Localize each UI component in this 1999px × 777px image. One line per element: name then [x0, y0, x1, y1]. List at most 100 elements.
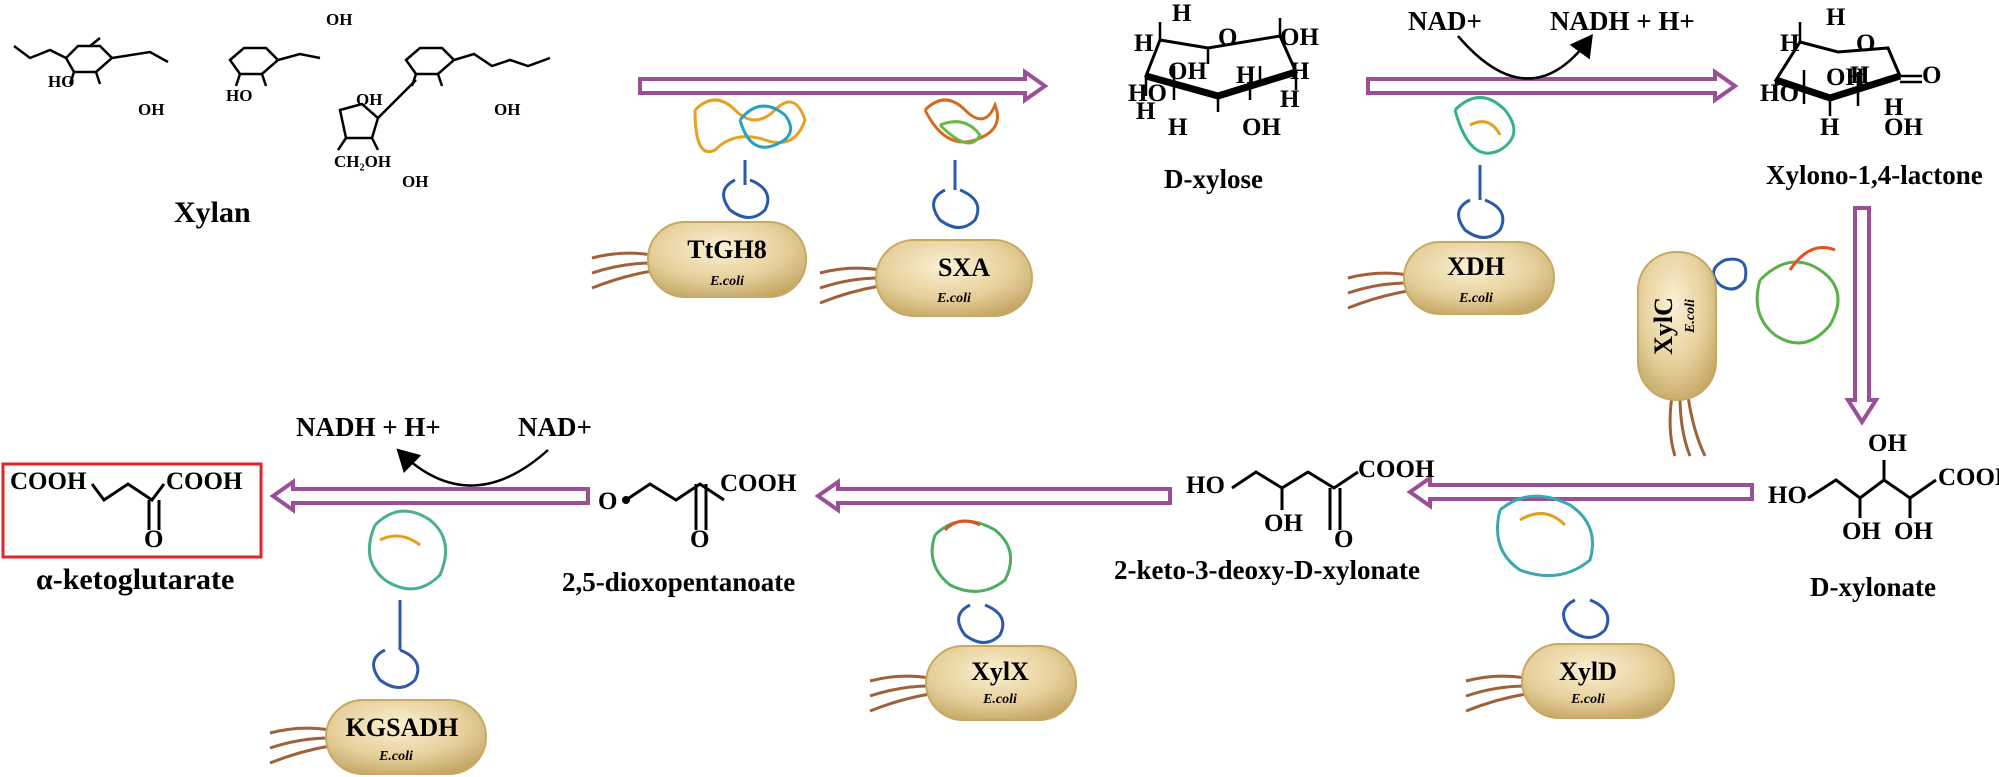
atom-label: OH — [356, 90, 383, 109]
cell-body — [1403, 241, 1555, 315]
kdx-structure — [1231, 470, 1359, 530]
xylan-structure — [13, 37, 551, 151]
protein-kgsadh — [367, 509, 448, 689]
enzyme-host: E.coli — [709, 274, 744, 289]
atom-label: COOH — [1358, 456, 1435, 483]
atom-label: OH — [1884, 114, 1923, 141]
atom-label: H — [1172, 0, 1192, 27]
cell-kgsadh: KGSADH E.coli — [269, 699, 487, 775]
atom-label: H — [1290, 58, 1310, 85]
atom-label: OH — [1842, 518, 1881, 545]
cofactor-label-nadh-top: NADH + H+ — [1550, 6, 1695, 36]
atom-label: HO — [1186, 472, 1225, 499]
cell-xylx: XylX E.coli — [869, 645, 1077, 721]
atom-label: OH — [494, 100, 521, 119]
cell-body — [925, 645, 1077, 721]
enzyme-host: E.coli — [936, 291, 971, 306]
atom-label: H — [1884, 94, 1904, 121]
akg-structure — [90, 482, 166, 530]
enzyme-host: E.coli — [1458, 291, 1493, 306]
protein-structures — [367, 96, 1840, 689]
atom-label: OH — [1242, 114, 1281, 141]
compound-label-akg: α-ketoglutarate — [36, 563, 235, 596]
flagella-icon — [269, 726, 331, 765]
cofactor-label-nadh-bottom: NADH + H+ — [296, 412, 441, 442]
protein-xyld — [1496, 494, 1610, 639]
protein-xylc — [1712, 246, 1840, 345]
atom-label: COOH — [10, 468, 87, 495]
flagella-icon — [1668, 395, 1707, 457]
atom-label: OH — [1826, 64, 1865, 91]
atom-label: OH — [402, 172, 429, 191]
enzyme-name: TtGH8 — [687, 235, 766, 264]
cell-sxa: SXA E.coli — [819, 239, 1033, 317]
cofactor-label-nad-top: NAD+ — [1408, 6, 1482, 36]
cell-body — [875, 239, 1033, 317]
atom-label: COOH — [720, 470, 797, 497]
flagella-icon — [1465, 674, 1527, 713]
atom-label: O — [144, 526, 164, 553]
atom-label: OH — [1868, 430, 1907, 457]
atom-label: H — [1850, 62, 1870, 89]
cell-xdh: XDH E.coli — [1347, 241, 1555, 315]
enzyme-host: E.coli — [378, 749, 413, 764]
atom-label: HO — [1760, 80, 1799, 107]
compound-label-xylan: Xylan — [174, 196, 251, 229]
enzyme-name: XylD — [1559, 657, 1617, 686]
arrow-xylose-to-lactone — [1366, 68, 1739, 104]
atom-label: H — [1236, 62, 1256, 89]
arrow-lactone-to-xylonate — [1844, 206, 1880, 426]
atom-label: H — [1280, 86, 1300, 113]
atom-label: H — [1168, 114, 1188, 141]
atom-label: CH₂OH — [334, 152, 392, 171]
atom-label: OH — [1168, 58, 1207, 85]
compound-label-d-xylose: D-xylose — [1164, 164, 1263, 194]
xylono-lactone-structure — [1773, 22, 1922, 116]
d-xylonate-structure — [1807, 460, 1937, 518]
atom-label: O — [690, 526, 710, 553]
cell-xyld: XylD E.coli — [1465, 643, 1675, 719]
atom-label: O — [1922, 62, 1942, 89]
compound-label-xylono-lactone: Xylono-1,4-lactone — [1766, 160, 1983, 190]
reaction-arrows — [269, 68, 1880, 514]
atom-label: H — [1780, 30, 1800, 57]
cell-ttgh8: TtGH8 E.coli — [591, 221, 807, 298]
atom-label: O — [1334, 526, 1354, 553]
atom-label: O — [598, 488, 618, 515]
flagella-icon — [591, 251, 653, 290]
cell-body — [1637, 251, 1717, 401]
atom-label: H — [1826, 4, 1846, 31]
atom-label: H — [1136, 98, 1156, 125]
dioxopentanoate-structure — [622, 482, 725, 530]
enzyme-name: XylC — [1649, 297, 1678, 355]
atom-label: H — [1820, 114, 1840, 141]
protein-xdh — [1453, 96, 1516, 239]
enzyme-name: XylX — [971, 657, 1029, 686]
kgsadh-cofactor-curve — [396, 448, 549, 487]
atom-label: COOH — [1938, 464, 1999, 491]
cell-xylc: XylC E.coli — [1637, 251, 1717, 457]
product-highlight-box — [1, 462, 263, 559]
enzyme-host: E.coli — [1683, 299, 1698, 334]
arrow-dioxo-to-akg — [269, 478, 590, 514]
cell-body — [647, 221, 807, 298]
cofactor-label-nad-bottom: NAD+ — [518, 412, 592, 442]
atom-label: HO — [48, 72, 75, 91]
cell-body — [325, 699, 487, 775]
atom-label: O — [1856, 30, 1876, 57]
enzyme-name: KGSADH — [346, 713, 459, 742]
enzyme-host: E.coli — [982, 692, 1017, 707]
d-xylose-structure — [1144, 18, 1299, 112]
protein-ttgh8 — [693, 98, 807, 219]
protein-sxa — [923, 98, 999, 229]
compound-label-d-xylonate: D-xylonate — [1810, 572, 1936, 602]
atom-label: HO — [1128, 80, 1167, 107]
enzyme-name: SXA — [938, 253, 990, 282]
flagella-icon — [869, 674, 931, 713]
atom-label: O — [1218, 24, 1238, 51]
protein-xylx — [930, 519, 1013, 644]
atom-label: HO — [226, 86, 253, 105]
atom-label: COOH — [166, 468, 243, 495]
atom-label: OH — [1264, 510, 1303, 537]
arrow-xylonate-to-kdx — [1406, 474, 1754, 510]
